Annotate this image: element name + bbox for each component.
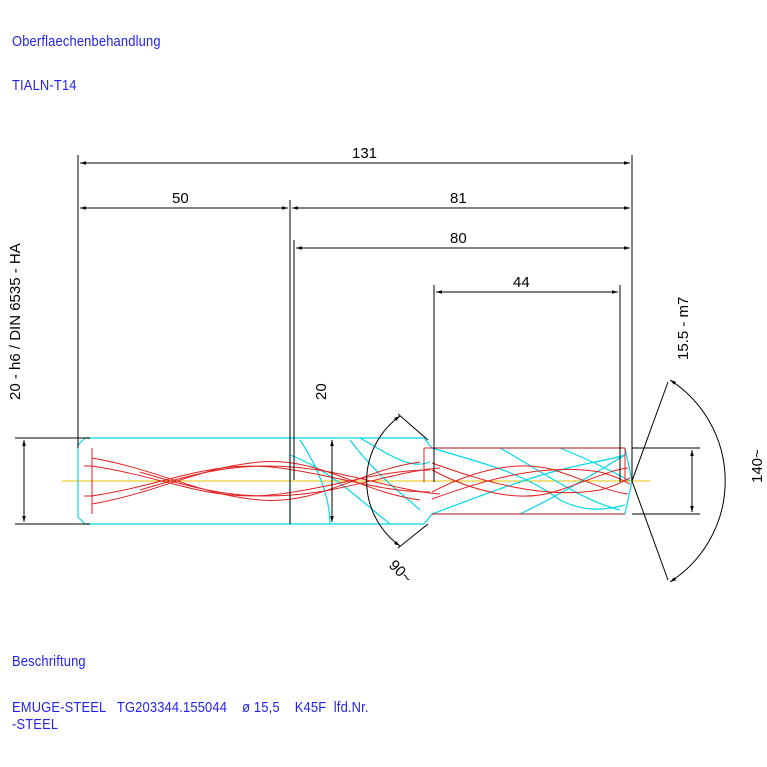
dim-point-angle: 140~ — [749, 449, 766, 483]
flute-helices — [84, 447, 631, 515]
dim-cutting-diameter-spec: 15.5 - m7 — [675, 297, 692, 360]
dim-flute-section-length: 81 — [450, 190, 467, 207]
marking-line-1: EMUGE-STEEL TG203344.155044 ø 15,5 K45F … — [12, 699, 369, 716]
dim-shank-diameter: 20 — [313, 383, 330, 400]
dim-overall-length: 131 — [352, 145, 377, 162]
dim-body-length: 80 — [450, 230, 467, 247]
dim-transition-angle: 90~ — [385, 557, 415, 587]
dim-shank-length: 50 — [172, 190, 189, 207]
surface-treatment-heading: Oberflaechenbehandlung — [12, 33, 161, 50]
marking-line-2: -STEEL — [12, 716, 59, 733]
dim-shank-spec: 20 - h6 / DIN 6535 - HA — [7, 243, 24, 400]
dim-cutting-length: 44 — [513, 274, 530, 291]
surface-treatment-value: TIALN-T14 — [12, 77, 77, 94]
marking-heading: Beschriftung — [12, 653, 86, 670]
dimension-lines — [15, 155, 726, 583]
